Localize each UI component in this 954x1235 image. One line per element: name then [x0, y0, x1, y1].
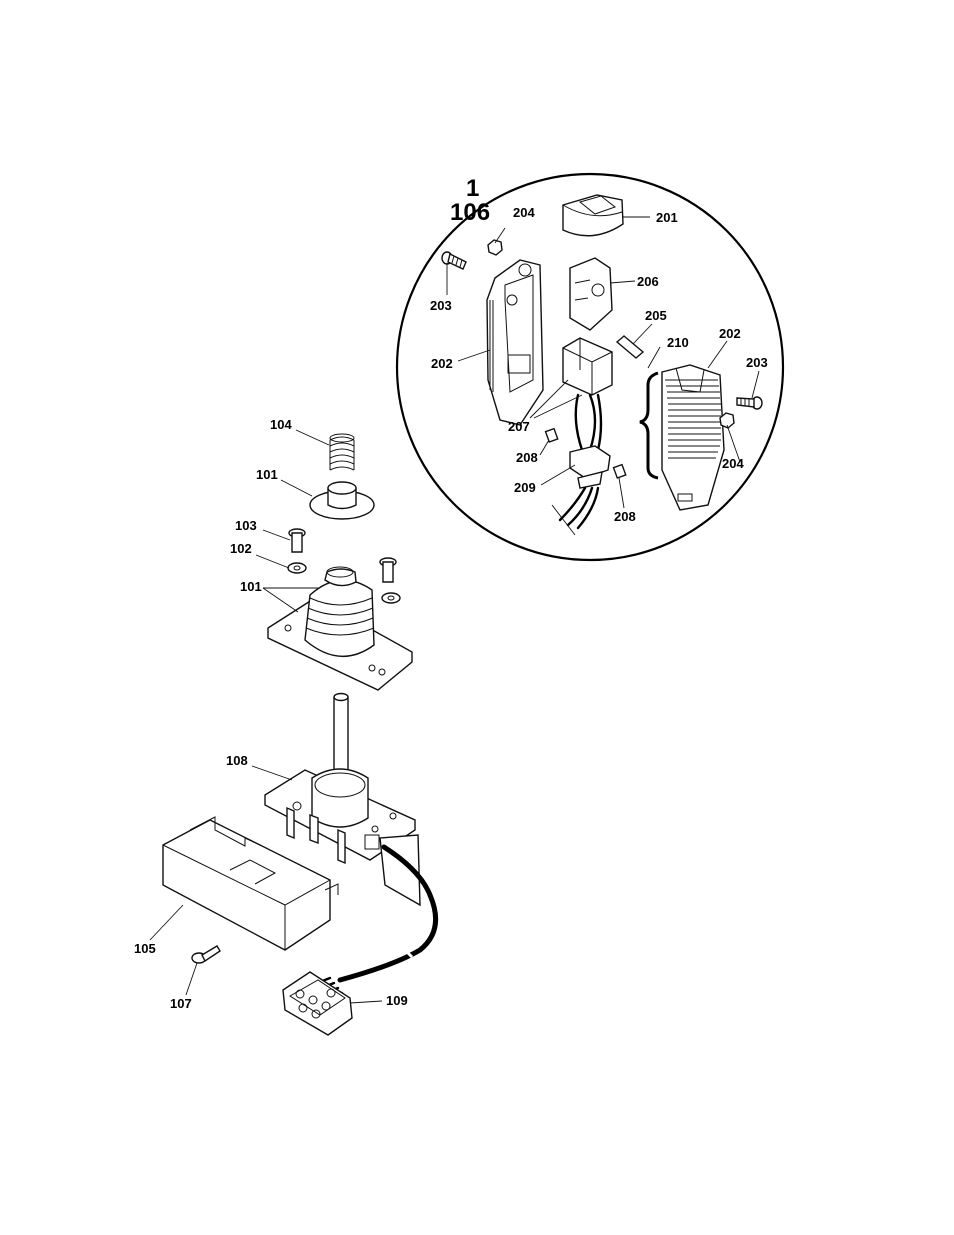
- part-109-harness-cable: [337, 844, 439, 983]
- callout-208-a: 208: [516, 450, 538, 465]
- part-204-nut-b: [719, 412, 735, 429]
- part-208-setscrew-a: [544, 427, 559, 443]
- callout-202-a: 202: [431, 356, 453, 371]
- part-209-grommet: [569, 445, 611, 489]
- callout-205: 205: [645, 308, 667, 323]
- part-203-screw-a: [441, 251, 467, 270]
- callout-104: 104: [270, 417, 292, 432]
- callout-101-a: 101: [256, 467, 278, 482]
- callout-208-b: 208: [614, 509, 636, 524]
- joystick-shaft: [333, 692, 349, 791]
- part-208-setscrew-b: [612, 463, 627, 479]
- cable-break-mark: [402, 947, 414, 959]
- part-102-washer: [287, 562, 307, 574]
- callout-101-b: 101: [240, 579, 262, 594]
- part-103-screw-right: [379, 557, 397, 583]
- part-105-cover: [162, 816, 339, 951]
- part-201-knob: [562, 194, 624, 237]
- part-107-screw: [191, 945, 221, 964]
- part-102-washer-right: [381, 592, 401, 604]
- callout-102: 102: [230, 541, 252, 556]
- callout-103: 103: [235, 518, 257, 533]
- detail-view-106: [395, 172, 785, 562]
- detail-circle: [395, 172, 785, 562]
- callout-108: 108: [226, 753, 248, 768]
- switch-wires: [574, 393, 603, 452]
- detail-title-106: 106: [450, 199, 490, 226]
- callout-201: 201: [656, 210, 678, 225]
- part-202-handle-half-b: [661, 364, 725, 511]
- callout-107: 107: [170, 996, 192, 1011]
- callout-204-a: 204: [513, 205, 535, 220]
- part-202-handle-half-a: [486, 259, 544, 426]
- callout-labels: 1 106 204 201 206 205 210 202 203 203 20…: [134, 175, 768, 1011]
- callout-206: 206: [637, 274, 659, 289]
- detail-title-1: 1: [466, 175, 479, 202]
- part-204-nut-a: [487, 239, 503, 256]
- part-101-boot-top: [309, 481, 375, 520]
- callout-209: 209: [514, 480, 536, 495]
- part-210-bracket: [639, 371, 659, 480]
- part-104-spring: [329, 433, 355, 471]
- callout-203-a: 203: [430, 298, 452, 313]
- callout-202-b: 202: [719, 326, 741, 341]
- cable-exit-wires: [558, 486, 600, 530]
- callout-105: 105: [134, 941, 156, 956]
- callout-210: 210: [667, 335, 689, 350]
- callout-203-b: 203: [746, 355, 768, 370]
- main-assembly: [149, 429, 439, 1036]
- part-205-pin: [615, 335, 645, 359]
- callout-207: 207: [508, 419, 530, 434]
- callout-204-b: 204: [722, 456, 744, 471]
- part-206-trigger: [569, 257, 613, 331]
- part-207-microswitches: [562, 337, 613, 396]
- part-203-screw-b: [736, 396, 763, 410]
- part-109-connector: [282, 971, 353, 1036]
- part-101-boot-plate: [267, 566, 413, 691]
- part-103-screw: [288, 528, 306, 553]
- callout-109: 109: [386, 993, 408, 1008]
